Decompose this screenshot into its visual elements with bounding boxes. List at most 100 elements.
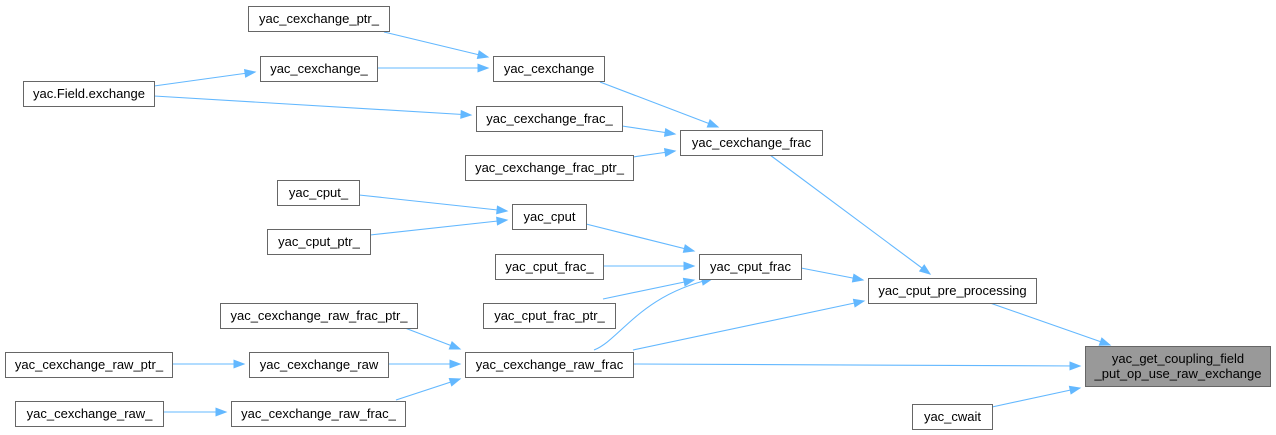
node-label: yac_cput <box>523 209 575 224</box>
node-box <box>493 56 605 82</box>
arrowhead-cput_frac_ptr_-to-cput_frac <box>682 277 696 287</box>
node-box <box>495 254 604 280</box>
node-cexchange-frac[interactable]: yac_cexchange_frac_ <box>476 106 623 132</box>
node-cexchange-raw[interactable]: yac_cexchange_raw <box>249 352 389 378</box>
edge-cexchange_ptr_-to-cexchange <box>383 31 489 58</box>
node-label: yac_cput_pre_processing <box>878 283 1026 298</box>
arrowhead-cput_-to-cput <box>496 205 509 215</box>
arrowhead-cwait-to-target <box>1068 385 1082 395</box>
arrowhead-cput_frac_-to-cput_frac <box>683 261 696 271</box>
edge-cexchange_raw_frac-to-target <box>632 363 1081 367</box>
nodes-layer: yac_get_coupling_field_put_op_use_raw_ex… <box>5 6 1271 430</box>
node-field-exchange[interactable]: yac.Field.exchange <box>23 81 155 107</box>
node-label: yac_cexchange <box>504 61 594 76</box>
arrowhead-cexchange_raw_frac_-to-cexchange_raw_frac <box>448 377 462 387</box>
node-label: yac_cexchange_raw_frac_ <box>241 406 396 421</box>
arrowhead-cexchange_raw_frac_ptr_-to-cexchange_raw_frac <box>448 341 462 350</box>
arrowhead-cexchange-to-cexchange_frac <box>706 119 720 128</box>
edge-cput-to-cput_frac <box>585 223 695 252</box>
node-cexchange-frac[interactable]: yac_cexchange_frac <box>680 130 823 156</box>
node-label: yac_cput_ptr_ <box>278 234 360 249</box>
node-box <box>5 352 173 378</box>
edges-layer <box>153 31 1112 417</box>
node-label: yac.Field.exchange <box>33 86 145 101</box>
node-box <box>680 130 823 156</box>
arrowhead-cexchange_raw_ptr_-to-cexchange_raw <box>233 359 246 369</box>
node-label: yac_cexchange_raw_ <box>27 406 154 421</box>
node-cput-ptr[interactable]: yac_cput_ptr_ <box>267 229 371 255</box>
node-box <box>248 6 390 32</box>
node-label: _put_op_use_raw_exchange <box>1094 366 1262 381</box>
node-label: yac_cexchange_frac_ptr_ <box>475 160 625 175</box>
arrowhead-cput_ptr_-to-cput <box>496 216 509 226</box>
node-cexchange[interactable]: yac_cexchange_ <box>260 56 378 82</box>
node-cexchange-raw-ptr[interactable]: yac_cexchange_raw_ptr_ <box>5 352 173 378</box>
edge-cexchange_frac-to-cput_pre_processing <box>769 154 931 275</box>
node-box <box>231 401 406 427</box>
arrowhead-cexchange_frac-to-cput_pre_processing <box>918 264 932 275</box>
edge-cwait-to-target <box>991 387 1081 408</box>
node-box <box>15 401 164 427</box>
node-target[interactable]: yac_get_coupling_field_put_op_use_raw_ex… <box>1085 346 1271 387</box>
node-label: yac_cput_frac_ <box>505 259 594 274</box>
node-box <box>23 81 155 107</box>
node-label: yac_cexchange_raw_frac <box>476 357 624 372</box>
node-label: yac_cexchange_raw_frac_ptr_ <box>230 308 408 323</box>
node-cput-frac[interactable]: yac_cput_frac <box>699 254 802 280</box>
edge-cput_-to-cput <box>358 194 508 212</box>
node-box <box>868 278 1037 304</box>
node-cexchange-raw[interactable]: yac_cexchange_raw_ <box>15 401 164 427</box>
node-label: yac_cexchange_frac <box>692 135 812 150</box>
arrowhead-cput_pre_processing-to-target <box>1098 337 1112 346</box>
arrowhead-field_exchange-to-cexchange_ <box>243 68 257 78</box>
node-label: yac_cput_frac <box>710 259 791 274</box>
node-label: yac_cexchange_ptr_ <box>259 11 380 26</box>
node-cexchange-frac-ptr[interactable]: yac_cexchange_frac_ptr_ <box>465 155 634 181</box>
node-cput-frac-ptr[interactable]: yac_cput_frac_ptr_ <box>483 303 616 329</box>
edge-field_exchange-to-cexchange_frac_ <box>153 95 472 116</box>
node-box <box>912 404 993 430</box>
node-box <box>277 180 360 206</box>
node-label: yac_cexchange_frac_ <box>486 111 613 126</box>
edge-cput_frac-to-cput_pre_processing <box>800 267 864 281</box>
node-cput[interactable]: yac_cput_ <box>277 180 360 206</box>
node-box <box>1085 346 1271 387</box>
arrowhead-cexchange_frac_-to-cexchange_frac <box>663 127 677 137</box>
arrowhead-cexchange_raw_frac-to-cput_pre_processing <box>852 298 866 308</box>
node-box <box>267 229 371 255</box>
node-box <box>476 106 623 132</box>
node-box <box>220 303 418 329</box>
node-box <box>512 204 587 230</box>
arrowhead-cexchange_raw_-to-cexchange_raw_frac_ <box>215 407 228 417</box>
arrowhead-cexchange_raw-to-cexchange_raw_frac <box>449 359 462 369</box>
edge-cexchange_raw_frac-to-cput_pre_processing <box>632 300 865 351</box>
arrowhead-cexchange_ptr_-to-cexchange <box>476 50 490 59</box>
node-box <box>699 254 802 280</box>
node-cexchange-ptr[interactable]: yac_cexchange_ptr_ <box>248 6 390 32</box>
node-label: yac_cput_ <box>289 185 349 200</box>
node-cexchange-raw-frac[interactable]: yac_cexchange_raw_frac <box>465 352 634 378</box>
node-label: yac_cexchange_raw_ptr_ <box>15 357 164 372</box>
arrowhead-cput-to-cput_frac <box>682 244 696 253</box>
node-cput-frac[interactable]: yac_cput_frac_ <box>495 254 604 280</box>
arrowhead-cexchange_frac_ptr_-to-cexchange_frac <box>663 148 677 157</box>
node-cexchange-raw-frac-ptr[interactable]: yac_cexchange_raw_frac_ptr_ <box>220 303 418 329</box>
node-cput-pre-processing[interactable]: yac_cput_pre_processing <box>868 278 1037 304</box>
node-box <box>465 352 634 378</box>
node-box <box>260 56 378 82</box>
node-cwait[interactable]: yac_cwait <box>912 404 993 430</box>
arrowhead-cput_frac-to-cput_pre_processing <box>851 273 865 283</box>
node-cput[interactable]: yac_cput <box>512 204 587 230</box>
node-cexchange[interactable]: yac_cexchange <box>493 56 605 82</box>
node-label: yac_get_coupling_field <box>1112 351 1244 366</box>
arrowhead-field_exchange-to-cexchange_frac_ <box>460 109 473 119</box>
node-label: yac_cput_frac_ptr_ <box>494 308 605 323</box>
edge-cput_frac_ptr_-to-cput_frac <box>602 279 695 300</box>
edge-cput_ptr_-to-cput <box>369 219 508 236</box>
arrowhead-cexchange_raw_frac-to-target <box>1069 361 1082 371</box>
node-cexchange-raw-frac[interactable]: yac_cexchange_raw_frac_ <box>231 401 406 427</box>
node-label: yac_cwait <box>924 409 981 424</box>
edge-cexchange_raw_frac-to-cput_frac <box>593 278 713 351</box>
node-label: yac_cexchange_raw <box>260 357 379 372</box>
